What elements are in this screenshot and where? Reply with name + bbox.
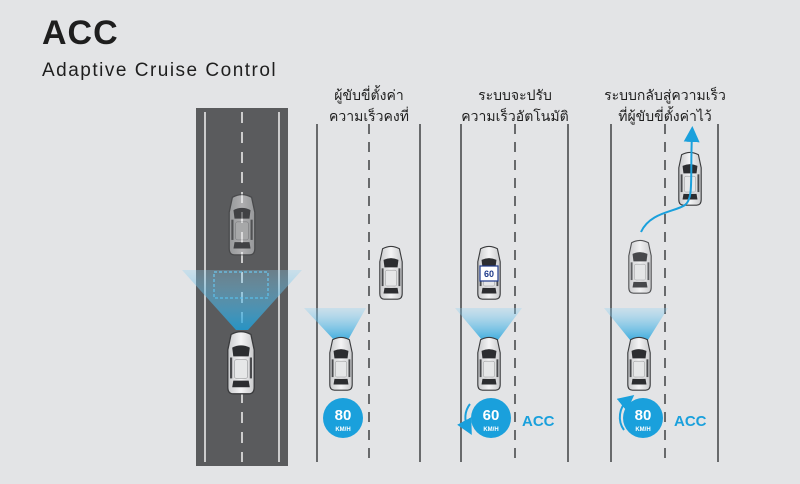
lane-change-arrow-icon (640, 126, 700, 233)
panel-1-caption: ผู้ขับขี่ตั้งค่า ความเร็วคงที่ (329, 88, 409, 125)
panel-3: 80 KM/H (604, 126, 702, 438)
speed-up-arrow-icon (616, 394, 635, 431)
svg-text:80: 80 (335, 407, 352, 424)
panel-1: 80 KM/H (304, 245, 403, 438)
svg-text:KM/H: KM/H (335, 427, 350, 433)
lead-car-previous (628, 239, 652, 294)
speed-badge (323, 398, 363, 438)
panel-3-caption: ระบบกลับสู่ความเร็ว ที่ผู้ขับขี่ตั้งค่าไ… (604, 88, 726, 125)
speed-badge (471, 398, 511, 438)
svg-text:60: 60 (483, 407, 500, 424)
ego-car (477, 336, 501, 391)
page-subtitle: Adaptive Cruise Control (42, 60, 278, 81)
lane-lines (316, 124, 719, 462)
svg-text:KM/H: KM/H (635, 427, 650, 433)
speed-badge (623, 398, 663, 438)
speed-down-arrow-icon (457, 403, 472, 436)
road-overview (182, 108, 302, 466)
ego-car (329, 336, 353, 391)
panel-3-acc-label: ACC (674, 413, 707, 430)
ego-car (627, 336, 651, 391)
lead-car (379, 245, 403, 300)
svg-text:80: 80 (635, 407, 652, 424)
page-title: ACC (42, 14, 119, 52)
lead-car-speed-sign: 60 (484, 269, 494, 279)
svg-text:KM/H: KM/H (483, 427, 498, 433)
panel-2-acc-label: ACC (522, 413, 555, 430)
panel-2-caption: ระบบจะปรับ ความเร็วอัตโนมัติ (461, 88, 569, 125)
panel-2: 60 60 KM/H (455, 245, 522, 438)
